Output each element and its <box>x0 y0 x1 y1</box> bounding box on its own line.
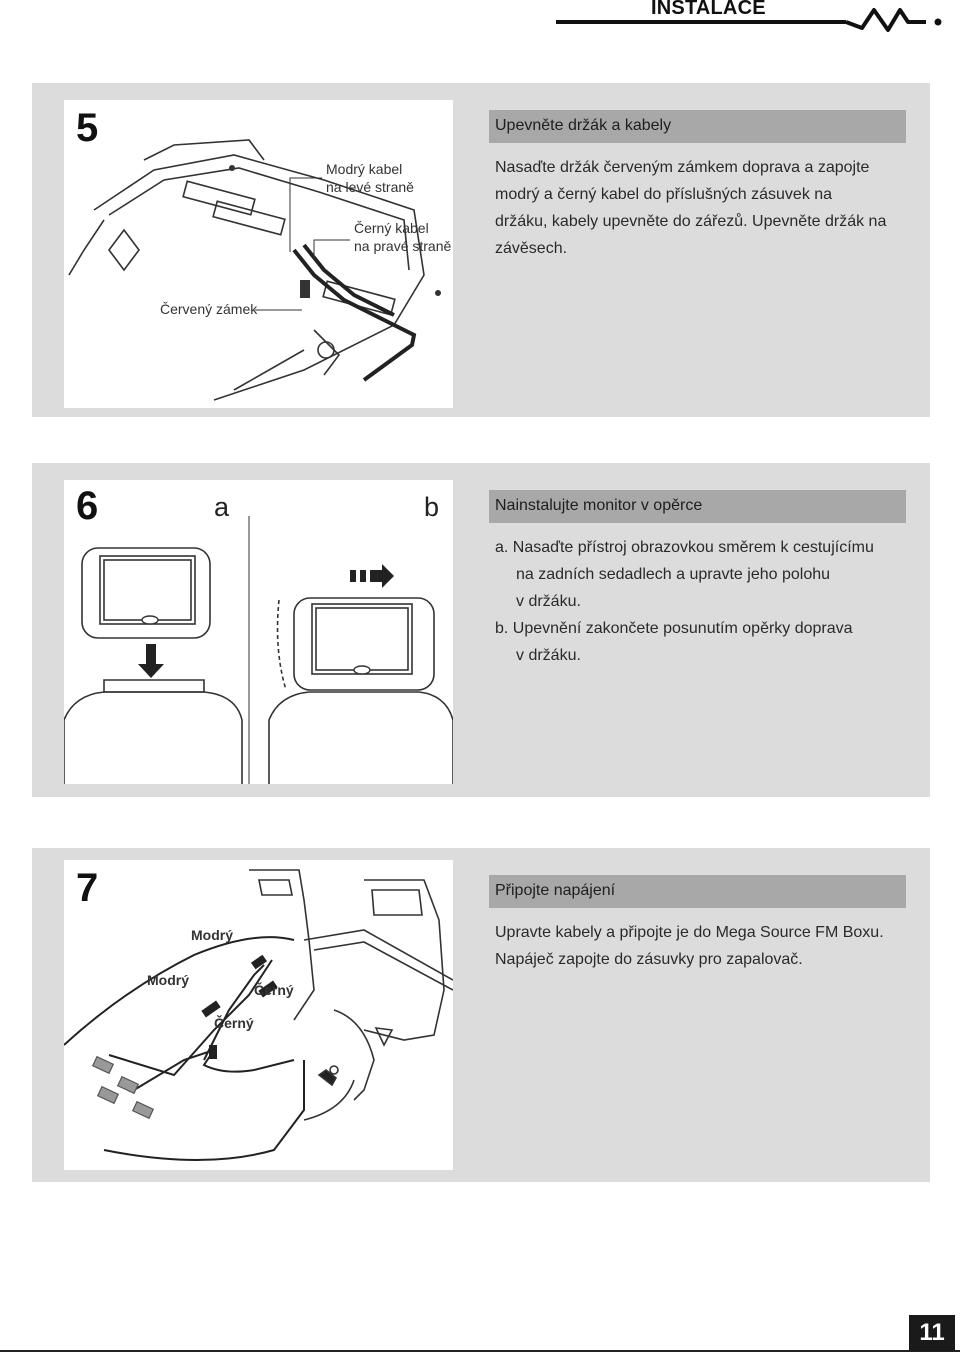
step-6-title-bar: Nainstalujte monitor v opěrce <box>489 490 906 523</box>
step-5-instructions: Nasaďte držák červeným zámkem doprava a … <box>495 154 886 262</box>
section-title: INSTALACE <box>651 0 766 19</box>
step-6-panel: 6 a b <box>32 463 930 797</box>
bracket-drawing <box>68 139 441 401</box>
step-5-line-4: závěsech. <box>495 240 568 257</box>
monitor-drawing <box>64 516 453 784</box>
label-cerny-right: Černý <box>254 982 294 998</box>
step-6-item-a-line-2: na zadních sedadlech a upravte jeho polo… <box>516 566 831 583</box>
page-number: 11 <box>909 1315 955 1351</box>
step-5-line-2: modrý a černý kabel do příslušných zásuv… <box>495 186 833 203</box>
step-5-line-1: Nasaďte držák červeným zámkem doprava a … <box>495 159 870 176</box>
label-black-cable-line2: na pravé straně <box>354 238 452 254</box>
step-7-illustration: 7 <box>64 860 453 1170</box>
label-blue-cable-line2: na levé straně <box>326 179 414 195</box>
label-blue-cable-line1: Modrý kabel <box>326 161 403 177</box>
label-cerny-bottom: Černý <box>214 1015 254 1031</box>
step-7-line-1: Upravte kabely a připojte je do Mega Sou… <box>495 924 884 941</box>
header-zigzag-decoration <box>556 8 942 32</box>
step-6-item-b-line-1: b. Upevnění zakončete posunutím opěrky d… <box>495 620 853 637</box>
step-7-line-2: Napáječ zapojte do zásuvky pro zapalovač… <box>495 951 803 968</box>
step-6-item-b-line-2: v držáku. <box>516 647 581 664</box>
step-6-illustration: 6 a b <box>64 480 453 784</box>
label-red-lock: Červený zámek <box>160 301 258 317</box>
step-5-title: Upevněte držák a kabely <box>495 117 672 134</box>
step-7-instructions: Upravte kabely a připojte je do Mega Sou… <box>495 919 884 973</box>
step-5-line-3: držáku, kabely upevněte do zářezů. Upevn… <box>495 213 887 230</box>
step-number: 7 <box>76 866 99 910</box>
step-5-title-bar: Upevněte držák a kabely <box>489 110 906 143</box>
footer-rule <box>0 1350 960 1352</box>
label-black-cable-line1: Černý kabel <box>354 220 429 236</box>
label-a: a <box>214 492 230 522</box>
step-5-panel: 5 <box>32 83 930 417</box>
step-6-item-a-line-1: a. Nasaďte přístroj obrazovkou směrem k … <box>495 539 874 556</box>
step-7-title: Připojte napájení <box>495 882 616 899</box>
power-connection-drawing <box>64 869 453 1161</box>
step-number: 5 <box>76 106 99 150</box>
step-6-title: Nainstalujte monitor v opěrce <box>495 497 703 514</box>
label-b: b <box>424 492 440 522</box>
step-7-panel: 7 <box>32 848 930 1182</box>
label-modry-left: Modrý <box>147 972 189 988</box>
label-modry-top: Modrý <box>191 927 233 943</box>
step-5-illustration: 5 <box>64 100 453 408</box>
step-number: 6 <box>76 484 99 528</box>
step-6-item-a-line-3: v držáku. <box>516 593 581 610</box>
step-6-instructions: a. Nasaďte přístroj obrazovkou směrem k … <box>495 534 874 669</box>
step-7-title-bar: Připojte napájení <box>489 875 906 908</box>
